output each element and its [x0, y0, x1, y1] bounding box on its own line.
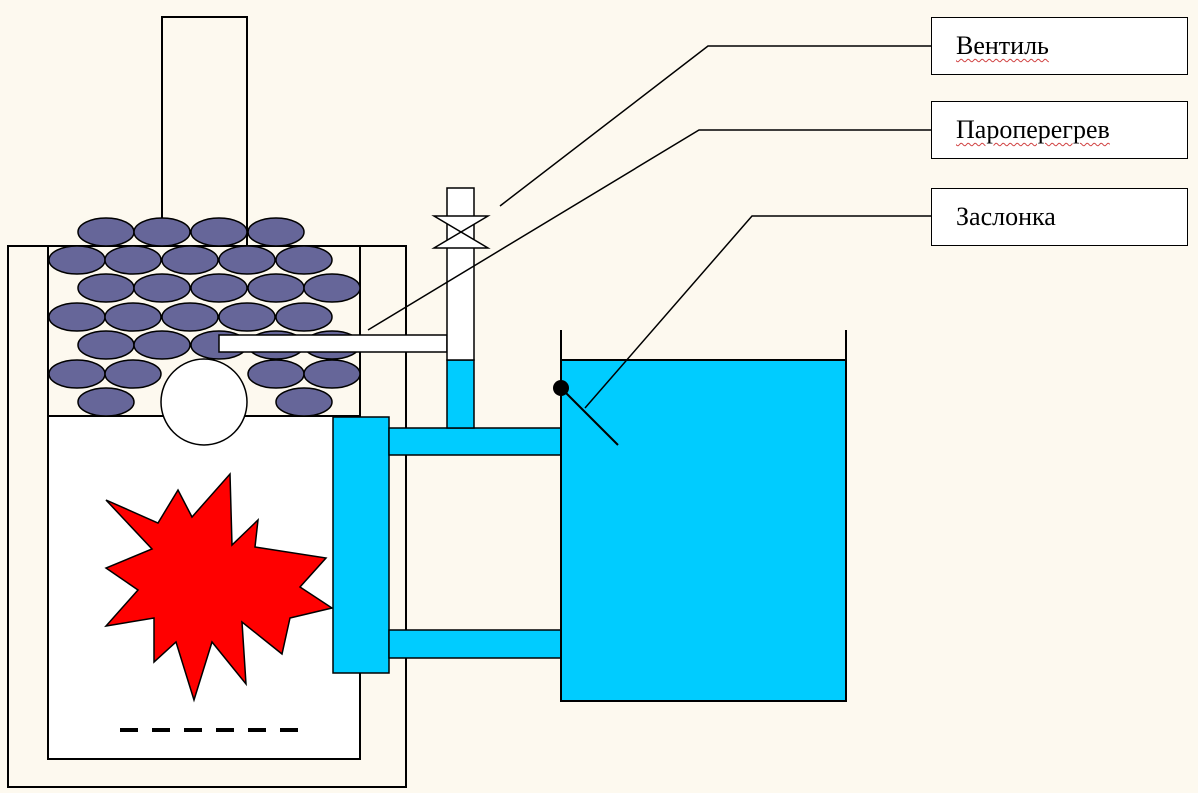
- stone: [275, 245, 333, 275]
- fire-burst-icon: [104, 472, 334, 703]
- stone: [77, 330, 135, 360]
- stone: [48, 245, 106, 275]
- valve-icon: [431, 215, 491, 249]
- superheater-label: Пароперегрев: [956, 115, 1110, 144]
- damper-label-box: Заслонка: [931, 188, 1188, 246]
- damper-flap: [560, 387, 619, 446]
- stone: [275, 387, 333, 417]
- stone: [303, 273, 361, 303]
- stone: [133, 273, 191, 303]
- stone: [247, 359, 305, 389]
- stone: [48, 302, 106, 332]
- stone: [104, 302, 162, 332]
- stone: [247, 273, 305, 303]
- stone: [77, 387, 135, 417]
- valve-label: Вентиль: [956, 31, 1049, 60]
- superheater-label-box: Пароперегрев: [931, 101, 1188, 159]
- valve-label-box: Вентиль: [931, 17, 1188, 75]
- stone: [190, 217, 248, 247]
- stone: [161, 245, 219, 275]
- stone: [133, 217, 191, 247]
- chimney: [161, 16, 248, 248]
- stone: [77, 217, 135, 247]
- damper-label: Заслонка: [956, 202, 1056, 231]
- lower-connecting-pipe: [388, 629, 562, 659]
- pivot-dot-icon: [553, 380, 569, 396]
- damper-leader-line: [584, 215, 931, 409]
- stone: [190, 273, 248, 303]
- superheater-leader-line: [367, 129, 931, 331]
- stone: [48, 359, 106, 389]
- water-jacket: [332, 416, 390, 674]
- stone: [218, 245, 276, 275]
- stone: [275, 302, 333, 332]
- valve-leader-line: [499, 45, 931, 207]
- water-tank: [560, 359, 847, 702]
- stone: [104, 245, 162, 275]
- stone: [77, 273, 135, 303]
- riser-pipe-water: [446, 359, 475, 429]
- stone: [133, 330, 191, 360]
- stone: [218, 302, 276, 332]
- stone: [303, 359, 361, 389]
- upper-connecting-pipe: [388, 427, 562, 456]
- stove-door-opening: [160, 358, 248, 446]
- stone: [161, 302, 219, 332]
- stone: [104, 359, 162, 389]
- superheater-pipe: [218, 334, 448, 353]
- stone: [247, 217, 305, 247]
